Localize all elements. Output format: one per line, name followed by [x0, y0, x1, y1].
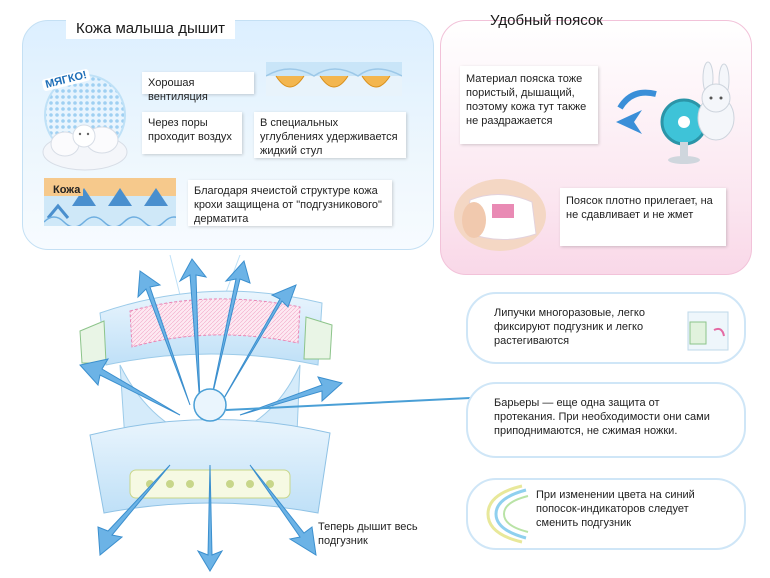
grooves-box: В специальных углублениях удерживается ж… [254, 112, 406, 158]
waistband-title: Удобный поясок [490, 12, 603, 29]
waistband-fit-photo [454, 179, 546, 251]
diaper-illustration [79, 255, 344, 572]
fit-box: Поясок плотно прилегает, на не сдавливае… [560, 188, 726, 246]
indicator-stripe-icon [486, 484, 529, 544]
callout-line [226, 397, 471, 411]
barriers-text: Барьеры — еще одна защита от протекания.… [494, 396, 716, 438]
cells-box: Благодаря ячеистой структуре кожа крохи … [188, 180, 392, 226]
absorbent-grooves-illustration [266, 62, 402, 96]
indicator-text: При изменении цвета на синий попосок-инд… [536, 488, 722, 530]
whole-diaper-caption: Теперь дышит весь подгузник [318, 521, 418, 547]
skin-label: Кожа [50, 184, 84, 196]
velcro-text: Липучки многоразовые, легко фиксируют по… [494, 306, 678, 348]
velcro-tab-icon [687, 311, 729, 351]
ventilation-box: Хорошая вентиляция [142, 72, 254, 103]
breathing-skin-title: Кожа малыша дышит [66, 18, 236, 39]
material-box: Материал пояска тоже пористый, дышащий, … [460, 66, 598, 144]
pores-box: Через поры проходит воздух [142, 112, 242, 154]
soft-pillow-illustration [42, 74, 128, 171]
fan-bunny-illustration [616, 61, 735, 164]
